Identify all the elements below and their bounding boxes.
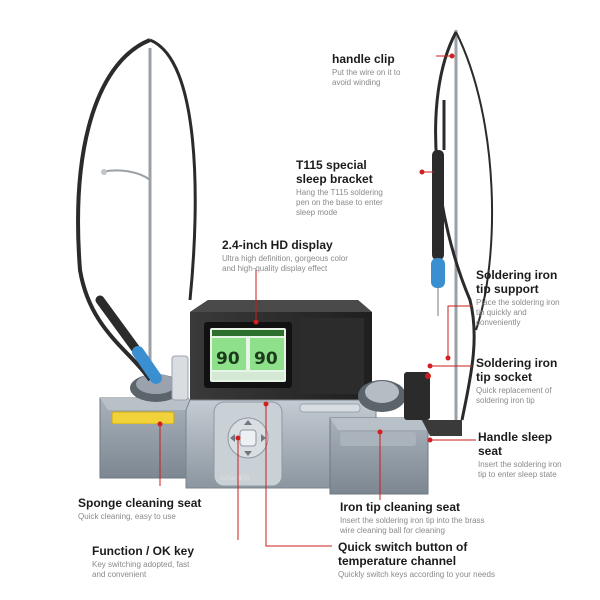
callout-title: 2.4-inch HD display <box>222 238 333 252</box>
callout-desc: Insert the soldering iron tip into the b… <box>340 516 485 535</box>
callout-desc: Quick cleaning, easy to use <box>78 512 176 521</box>
left-handle-stand <box>76 38 197 384</box>
right-holder-base <box>329 372 462 495</box>
callout-tip-socket: Soldering iron tip socket Quick replacem… <box>476 356 584 406</box>
callout-desc: Hang the T115 soldering pen on the base … <box>296 188 383 217</box>
callout-title: handle clip <box>332 52 395 66</box>
callout-title: Function / OK key <box>92 544 195 558</box>
callout-tip-cleaning-seat: Iron tip cleaning seat Insert the solder… <box>340 500 510 536</box>
callout-tip-support: Soldering iron tip support Place the sol… <box>476 268 584 328</box>
screen-right-temp: 90 <box>254 349 278 369</box>
left-iron-holder <box>130 355 189 402</box>
callout-desc: Place the soldering iron tip quickly and… <box>476 298 560 327</box>
right-handle-stand <box>431 30 494 421</box>
callout-handle-clip: handle clip Put the wire on it to avoid … <box>332 52 442 88</box>
callout-desc: Quickly switch keys according to your ne… <box>338 570 495 579</box>
callout-title: Soldering iron tip socket <box>476 356 558 384</box>
main-control-unit <box>185 300 377 489</box>
callout-hd-display: 2.4-inch HD display Ultra high definitio… <box>222 238 372 274</box>
callout-desc: Insert the soldering iron tip to enter s… <box>478 460 562 479</box>
callout-title: Soldering iron tip support <box>476 268 558 296</box>
callout-handle-sleep-seat: Handle sleep seat Insert the soldering i… <box>478 430 582 480</box>
callout-desc: Key switching adopted, fast and convenie… <box>92 560 190 579</box>
callout-title: Quick switch button of temperature chann… <box>338 540 468 568</box>
callout-title: Iron tip cleaning seat <box>340 500 461 514</box>
callout-title: Handle sleep seat <box>478 430 553 458</box>
brand-logo: AiXun 爱迅 <box>220 474 250 482</box>
callout-sponge-seat: Sponge cleaning seat Quick cleaning, eas… <box>78 496 238 522</box>
callout-function-key: Function / OK key Key switching adopted,… <box>92 544 232 580</box>
left-holder-base <box>99 397 197 479</box>
callout-desc: Put the wire on it to avoid winding <box>332 68 401 87</box>
callout-title: Sponge cleaning seat <box>78 496 202 510</box>
callout-title: T115 special sleep bracket <box>296 158 373 186</box>
callout-desc: Quick replacement of soldering iron tip <box>476 386 552 405</box>
screen-left-temp: 90 <box>216 349 240 369</box>
callout-quick-switch: Quick switch button of temperature chann… <box>338 540 558 580</box>
callout-desc: Ultra high definition, gorgeous color an… <box>222 254 348 273</box>
callout-sleep-bracket: T115 special sleep bracket Hang the T115… <box>296 158 408 218</box>
